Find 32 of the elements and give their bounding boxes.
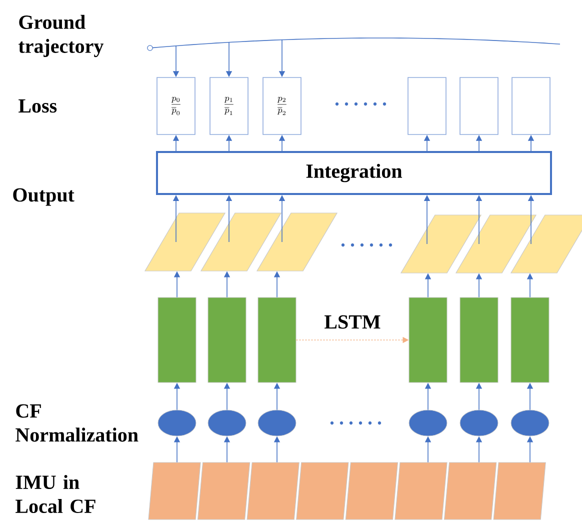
normalization-ellipse	[408, 410, 448, 436]
lstm-block	[510, 297, 550, 383]
normalization-ellipse	[510, 410, 550, 436]
row-label: Loss	[18, 99, 57, 113]
loss-box	[408, 77, 446, 135]
loss-box: $\frac{p_1}{\overline{p}_1}$	[210, 77, 248, 135]
loss-box	[512, 77, 550, 135]
imu-block	[394, 462, 448, 520]
lstm-block	[158, 297, 196, 383]
normalization-ellipse	[258, 410, 296, 436]
imu-block	[493, 462, 546, 520]
loss-box	[460, 77, 498, 135]
lstm-block	[460, 297, 498, 383]
integration-box: Integration	[156, 151, 552, 195]
row-label: IMU in Local CF	[16, 474, 96, 514]
imu-block	[345, 462, 398, 520]
imu-block	[246, 462, 300, 520]
imu-block	[296, 462, 349, 520]
normalization-ellipse	[460, 410, 498, 436]
normalization-ellipse	[208, 410, 246, 436]
loss-box: $\frac{p_0}{\overline{p}_0}$	[156, 77, 196, 135]
normalization-ellipse	[158, 410, 196, 436]
trajectory-curve	[147, 38, 560, 51]
edge-label: LSTM	[323, 314, 382, 330]
lstm-block	[258, 297, 296, 383]
imu-block	[148, 462, 201, 520]
lstm-block	[208, 297, 246, 383]
row-label: CF Normalization	[16, 404, 138, 442]
loss-box: $\frac{p_2}{\overline{p}_2}$	[262, 77, 302, 135]
row-label: Output	[13, 188, 74, 206]
row-label: Ground trajectory	[18, 14, 104, 58]
lstm-block	[408, 297, 448, 383]
